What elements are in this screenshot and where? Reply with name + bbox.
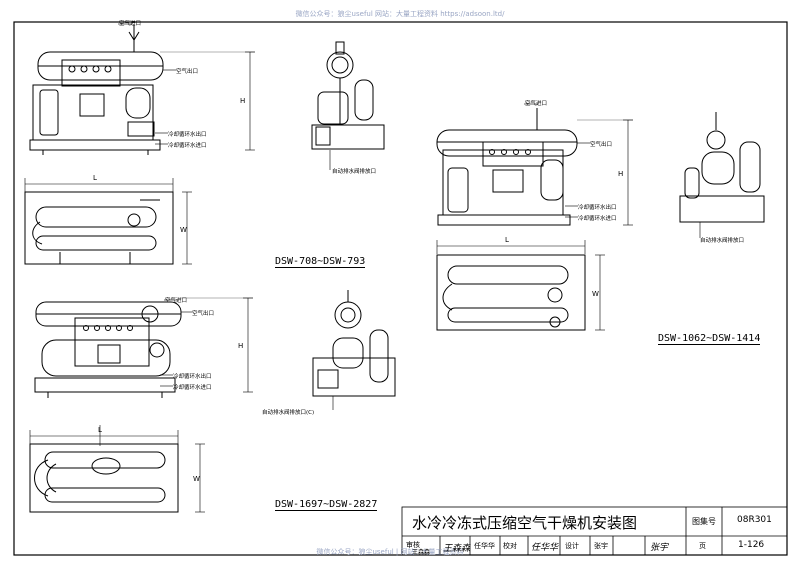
- check-name: 任华华: [474, 542, 495, 550]
- view1-drain-label: 自动排水阀排放口: [332, 169, 377, 175]
- page-label: 页: [699, 542, 706, 550]
- check-label: 校对: [503, 542, 517, 550]
- view2-air-inlet-label: 空气进口: [525, 101, 548, 107]
- view2-dim-h: H: [618, 170, 624, 178]
- atlas-number-label: 图集号: [692, 517, 716, 526]
- view3-cooling-water-in-label: 冷却循环水进口: [173, 385, 212, 391]
- view1-dim-l: L: [93, 174, 97, 182]
- view1-plan-view: [24, 178, 192, 265]
- view3-cooling-water-out-label: 冷却循环水出口: [173, 374, 212, 380]
- view3-plan-view: [29, 425, 205, 513]
- view3-air-inlet-label: 空气进口: [165, 298, 188, 304]
- check-signature: 任华华: [531, 543, 559, 553]
- view3-model-label: DSW-1697~DSW-2827: [275, 499, 378, 511]
- design-signature: 张宇: [650, 543, 669, 553]
- view1-air-inlet-label: 空气进口: [119, 21, 142, 27]
- title-block-frame: [401, 506, 788, 556]
- review-signature: 王森森: [443, 544, 471, 554]
- view3-dim-l: L: [98, 426, 102, 434]
- watermark-top: 微信公众号：狼尘useful 网站：大量工程资料 https://adsoon.…: [295, 10, 505, 18]
- atlas-number: 08R301: [737, 515, 772, 525]
- view3-drain-label: 自动排水阀排放口(C): [262, 410, 315, 416]
- view1-cooling-water-out-label: 冷却循环水出口: [168, 132, 207, 138]
- view2-model-label: DSW-1062~DSW-1414: [658, 333, 761, 345]
- view3-dim-w: W: [193, 475, 200, 483]
- review-name: 王森森: [412, 549, 431, 556]
- page-number: 1-126: [738, 540, 765, 550]
- view2-dim-l: L: [505, 236, 509, 244]
- view2-plan-view: [436, 240, 605, 331]
- view2-cooling-water-in-label: 冷却循环水进口: [578, 216, 617, 222]
- view2-cooling-water-out-label: 冷却循环水出口: [578, 205, 617, 211]
- view1-model-label: DSW-708~DSW-793: [275, 256, 366, 268]
- drawing-title: 水冷冷冻式压缩空气干燥机安装图: [412, 514, 638, 532]
- view1-dim-w: W: [180, 226, 187, 234]
- view2-air-outlet-label: 空气出口: [590, 142, 613, 148]
- view1-cooling-water-in-label: 冷却循环水进口: [168, 143, 207, 149]
- view3-air-outlet-label: 空气出口: [192, 311, 215, 317]
- view3-front-elevation: [34, 297, 253, 398]
- view1-air-outlet-label: 空气出口: [176, 69, 199, 75]
- view3-dim-h: H: [238, 342, 244, 350]
- view2-drain-label: 自动排水阀排放口: [700, 238, 745, 244]
- review-label: 审核: [406, 541, 420, 549]
- design-name: 张宇: [594, 542, 608, 550]
- view3-side-view: [312, 290, 396, 410]
- design-label: 设计: [565, 542, 579, 550]
- view1-side-view: [311, 41, 385, 170]
- view1-front-elevation: [29, 24, 255, 155]
- view2-dim-w: W: [592, 290, 599, 298]
- view2-side-view: [679, 112, 765, 238]
- watermark-bottom: 微信公众号：狼尘useful | 网站：大量工程资料: [316, 548, 464, 556]
- view1-dim-h: H: [240, 97, 246, 105]
